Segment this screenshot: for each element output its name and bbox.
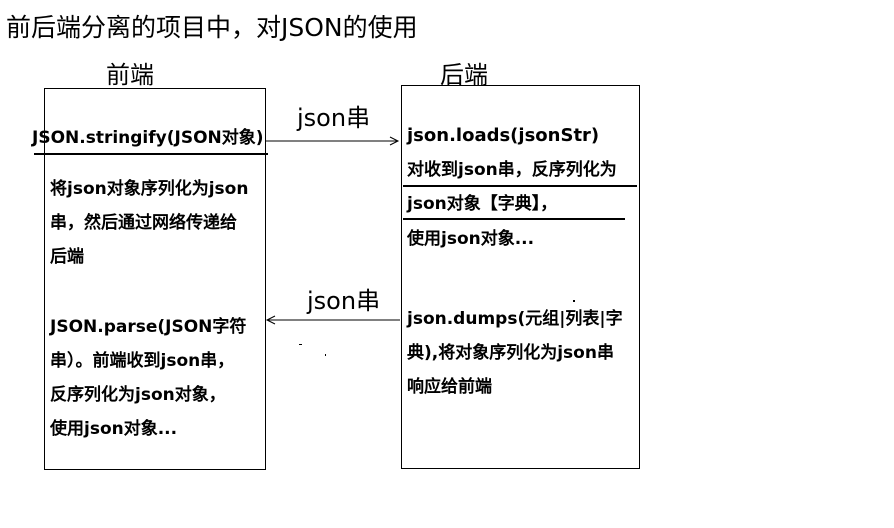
loads-underline-2 bbox=[403, 218, 625, 220]
stringify-desc-2: 串，然后通过网络传递给 bbox=[50, 213, 237, 233]
dumps-desc-1: json.dumps(元组|列表|字 bbox=[407, 309, 623, 329]
backend-label: 后端 bbox=[440, 61, 488, 89]
stray-mark bbox=[299, 344, 302, 345]
loads-call: json.loads(jsonStr) bbox=[407, 125, 600, 146]
arrow-to-frontend bbox=[265, 315, 400, 325]
arrow-to-backend bbox=[266, 136, 400, 146]
parse-desc-4: 使用json对象... bbox=[50, 419, 178, 439]
to-frontend-arrow-label: json串 bbox=[307, 287, 381, 315]
loads-desc-3: 使用json对象... bbox=[407, 229, 535, 249]
stray-mark bbox=[573, 300, 575, 302]
stringify-call: JSON.stringify(JSON对象) bbox=[32, 128, 264, 148]
dumps-desc-3: 响应给前端 bbox=[407, 377, 492, 397]
parse-desc-1: JSON.parse(JSON字符 bbox=[50, 317, 247, 337]
loads-desc-1: 对收到json串，反序列化为 bbox=[407, 160, 617, 180]
page-title: 前后端分离的项目中，对JSON的使用 bbox=[6, 13, 418, 42]
parse-desc-2: 串）。前端收到json串， bbox=[50, 351, 235, 371]
stray-mark bbox=[325, 354, 326, 356]
backend-box bbox=[401, 85, 640, 469]
parse-desc-3: 反序列化为json对象， bbox=[50, 385, 226, 405]
stringify-desc-1: 将json对象序列化为json bbox=[50, 179, 249, 199]
loads-desc-2: json对象【字典】， bbox=[407, 194, 558, 214]
frontend-label: 前端 bbox=[106, 61, 154, 89]
stringify-underline bbox=[34, 153, 268, 155]
frontend-box bbox=[44, 88, 266, 470]
stringify-desc-3: 后端 bbox=[50, 247, 84, 267]
dumps-desc-2: 典),将对象序列化为json串 bbox=[407, 343, 614, 363]
loads-underline-1 bbox=[403, 185, 637, 187]
to-backend-arrow-label: json串 bbox=[297, 104, 371, 132]
